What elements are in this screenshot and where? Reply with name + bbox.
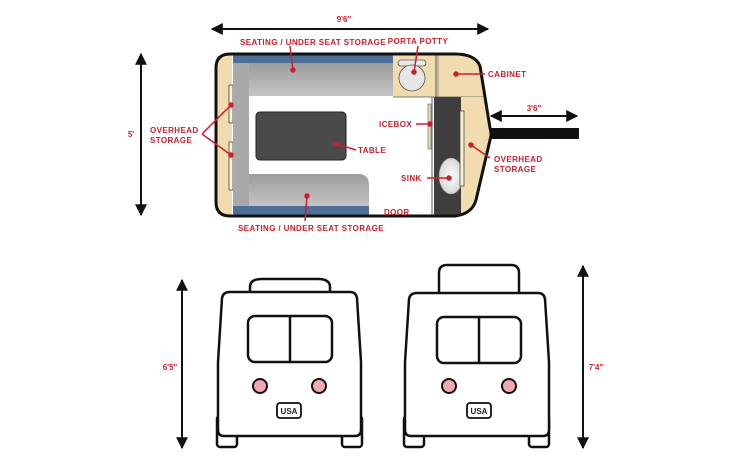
overhead-left-label-2: STORAGE: [150, 136, 192, 145]
taillight-right: [311, 378, 327, 394]
height-label-standard: 6'5": [163, 363, 178, 372]
rear-overhead-storage: [217, 55, 232, 215]
license-plate: [276, 402, 302, 419]
door-label: DOOR: [384, 208, 410, 217]
overhead-right-label-2: STORAGE: [494, 165, 536, 174]
overhead-right-label-1: OVERHEAD: [494, 155, 543, 164]
taillight-right: [501, 378, 517, 394]
rear-view-raised: 7'4" USA: [402, 263, 604, 450]
toilet-icon: [398, 64, 426, 92]
sink: [438, 157, 464, 195]
table: [255, 111, 347, 161]
seating-top-label: SEATING / UNDER SEAT STORAGE: [240, 38, 386, 47]
sink-label: SINK: [401, 174, 422, 183]
license-plate: [466, 402, 492, 419]
length-dimension: 9'6": [210, 15, 490, 35]
length-label: 9'6": [337, 15, 352, 24]
porta-potty-label: PORTA POTTY: [388, 37, 449, 46]
taillight-left: [441, 378, 457, 394]
tongue: 3'6": [488, 104, 579, 139]
overhead-left-label-1: OVERHEAD: [150, 126, 199, 135]
width-dimension: 5': [128, 52, 147, 217]
floor-plan: 9'6" 5' 3'6": [128, 15, 579, 233]
plate-text-standard: USA: [281, 407, 298, 416]
rear-view-standard: 6'5" USA: [163, 277, 364, 450]
width-label: 5': [128, 130, 134, 139]
taillight-left: [252, 378, 268, 394]
plate-text-raised: USA: [471, 407, 488, 416]
galley-counter: [434, 97, 461, 215]
bottom-seating: [249, 174, 369, 206]
top-seating: [233, 55, 393, 63]
seating-bottom-label: SEATING / UNDER SEAT STORAGE: [238, 224, 384, 233]
tongue-label: 3'6": [527, 104, 542, 113]
table-label: TABLE: [358, 146, 386, 155]
front-cabinet: [436, 55, 485, 97]
icebox-label: ICEBOX: [379, 120, 412, 129]
cabinet-label: CABINET: [488, 70, 526, 79]
height-label-raised: 7'4": [589, 363, 604, 372]
front-overhead-storage: [461, 97, 491, 214]
